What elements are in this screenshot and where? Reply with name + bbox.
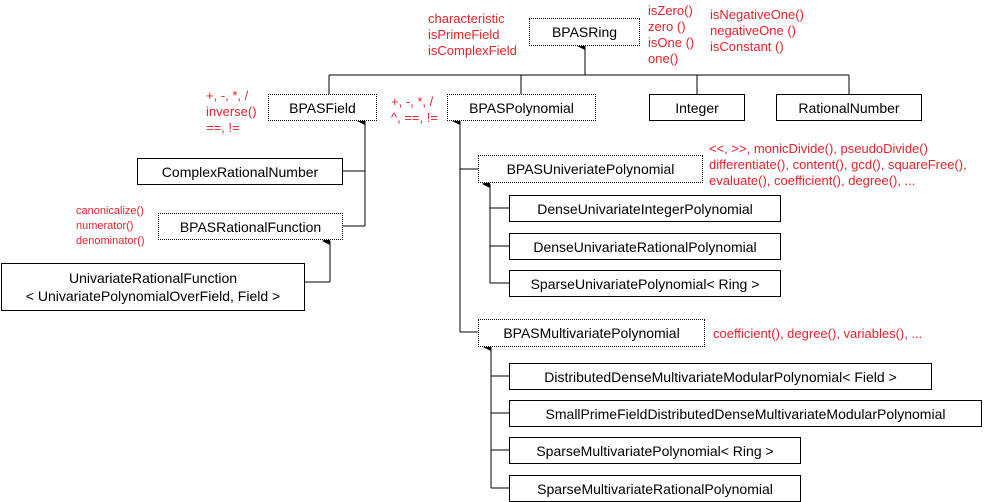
class-bpas-univariate-polynomial: BPASUniveriatePolynomial xyxy=(478,155,703,183)
note-line: isPrimeField xyxy=(428,27,500,42)
note-field-ops: +, -, *, / inverse() ==, != xyxy=(206,88,257,136)
class-bpas-rational-function: BPASRationalFunction xyxy=(158,213,343,240)
note-line: numerator() xyxy=(76,220,134,232)
note-line: isOne () xyxy=(648,35,695,50)
note-line: negativeOne () xyxy=(710,23,796,38)
note-line: zero () xyxy=(648,19,686,34)
note-line: ==, != xyxy=(206,120,240,135)
note-line: denominator() xyxy=(76,235,145,247)
class-sparse-multivariate-rational-polynomial: SparseMultivariateRationalPolynomial xyxy=(509,475,801,502)
class-univariate-rational-function-name: UnivariateRationalFunction xyxy=(68,270,238,286)
class-bpas-ring: BPASRing xyxy=(529,18,640,46)
note-line: <<, >>, monicDivide(), pseudoDivide() xyxy=(709,141,928,156)
class-distributed-dense-multivariate-modular-polynomial: DistributedDenseMultivariateModularPolyn… xyxy=(509,363,932,390)
note-line: inverse() xyxy=(206,104,257,119)
class-bpas-field: BPASField xyxy=(268,94,377,121)
class-sparse-multivariate-polynomial: SparseMultivariatePolynomial< Ring > xyxy=(509,437,801,464)
class-bpas-multivariate-polynomial: BPASMultivariatePolynomial xyxy=(478,319,705,347)
class-bpas-polynomial: BPASPolynomial xyxy=(447,94,596,121)
class-integer: Integer xyxy=(649,94,745,121)
note-univariate-ops: <<, >>, monicDivide(), pseudoDivide() di… xyxy=(709,141,967,189)
note-line: isComplexField xyxy=(428,43,517,58)
note-line: isConstant () xyxy=(710,39,784,54)
note-ring-negative: isNegativeOne() negativeOne () isConstan… xyxy=(710,7,804,55)
note-line: isNegativeOne() xyxy=(710,7,804,22)
note-line: +, -, *, / xyxy=(206,88,249,103)
note-line: +, -, *, / xyxy=(391,94,434,109)
note-ring-properties: characteristic isPrimeField isComplexFie… xyxy=(428,11,517,59)
class-univariate-rational-function-params: < UnivariatePolynomialOverField, Field > xyxy=(25,288,281,304)
note-line: one() xyxy=(648,51,679,66)
class-univariate-rational-function: UnivariateRationalFunction < UnivariateP… xyxy=(1,263,305,311)
note-line: ^, ==, != xyxy=(391,110,438,125)
class-complex-rational-number: ComplexRationalNumber xyxy=(137,158,343,185)
note-line: characteristic xyxy=(428,11,505,26)
note-line: coefficient(), degree(), variables(), ..… xyxy=(713,326,923,341)
note-line: evaluate(), coefficient(), degree(), ... xyxy=(709,173,916,188)
note-line: canonicalize() xyxy=(76,205,144,217)
note-polynomial-ops: +, -, *, / ^, ==, != xyxy=(391,94,438,126)
note-ring-zero-one: isZero() zero () isOne () one() xyxy=(648,3,694,67)
note-line: differentiate(), content(), gcd(), squar… xyxy=(709,157,967,172)
class-rational-number: RationalNumber xyxy=(776,94,922,121)
class-sparse-univariate-polynomial: SparseUnivariatePolynomial< Ring > xyxy=(509,270,781,297)
class-small-prime-field-ddmm-polynomial: SmallPrimeFieldDistributedDenseMultivari… xyxy=(509,400,982,427)
class-dense-univariate-rational-polynomial: DenseUnivariateRationalPolynomial xyxy=(509,233,781,260)
class-dense-univariate-integer-polynomial: DenseUnivariateIntegerPolynomial xyxy=(509,195,781,222)
note-line: isZero() xyxy=(648,3,693,18)
note-multivariate-ops: coefficient(), degree(), variables(), ..… xyxy=(713,326,922,342)
note-rational-function-ops: canonicalize() numerator() denominator() xyxy=(76,204,144,249)
